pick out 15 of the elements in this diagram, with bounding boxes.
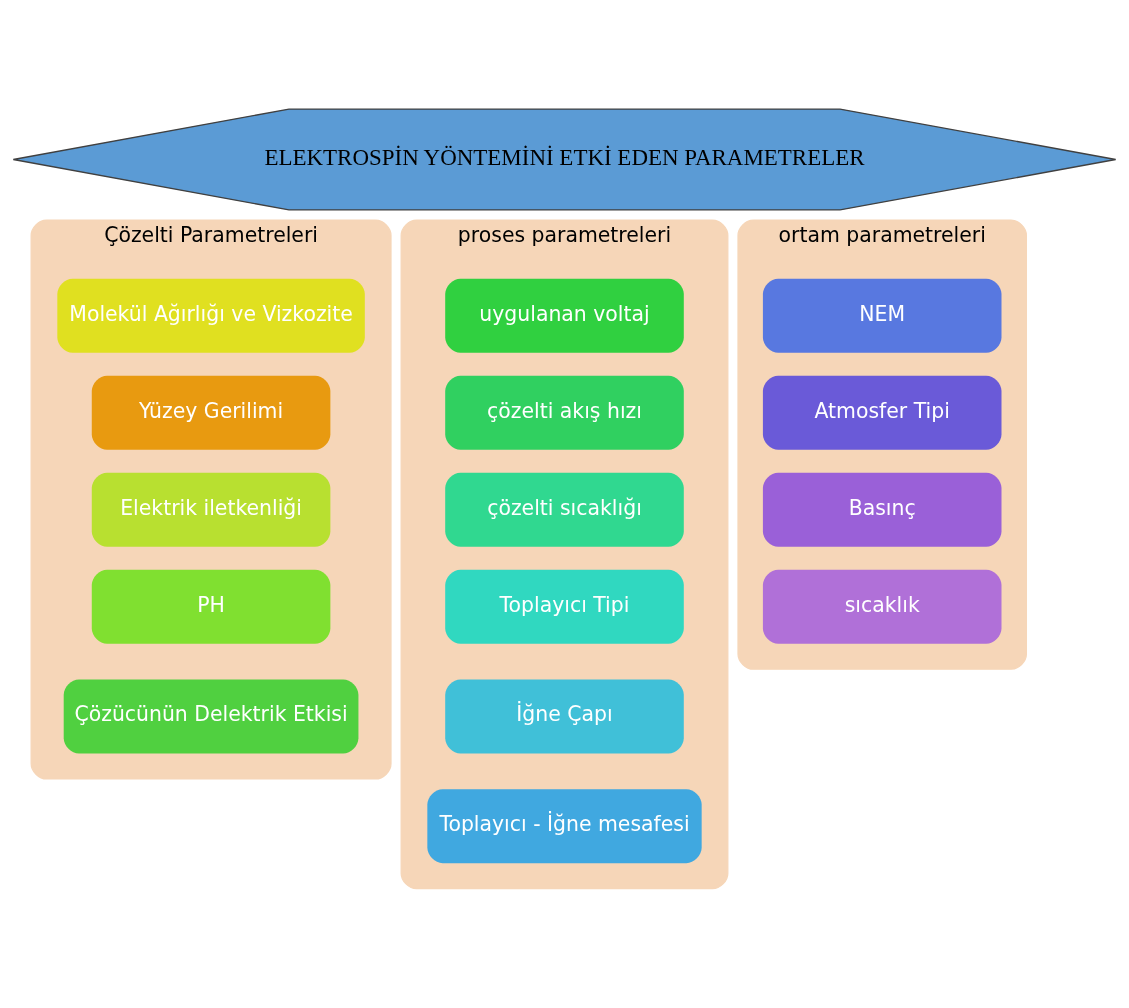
node-box: çözelti sıcaklığı [445,472,684,547]
node-box: Toplayıcı Tipi [445,569,684,644]
node-box: Yüzey Gerilimi [91,375,331,450]
node-box: NEM [762,278,1002,353]
node-box: Basınç [762,472,1002,547]
node-box: çözelti akış hızı [445,375,684,450]
node-box: İğne Çapı [445,679,684,754]
node-box: sıcaklık [762,569,1002,644]
node-box: PH [91,569,331,644]
node-box: Atmosfer Tipi [762,375,1002,450]
node-box: Çözücünün Delektrik Etkisi [63,679,359,754]
node-box: uygulanan voltaj [445,278,684,353]
node-box: Molekül Ağırlığı ve Vizkozite [57,278,365,353]
node-box: Toplayıcı - İğne mesafesi [427,789,702,864]
node-box: Elektrik iletkenliği [91,472,331,547]
